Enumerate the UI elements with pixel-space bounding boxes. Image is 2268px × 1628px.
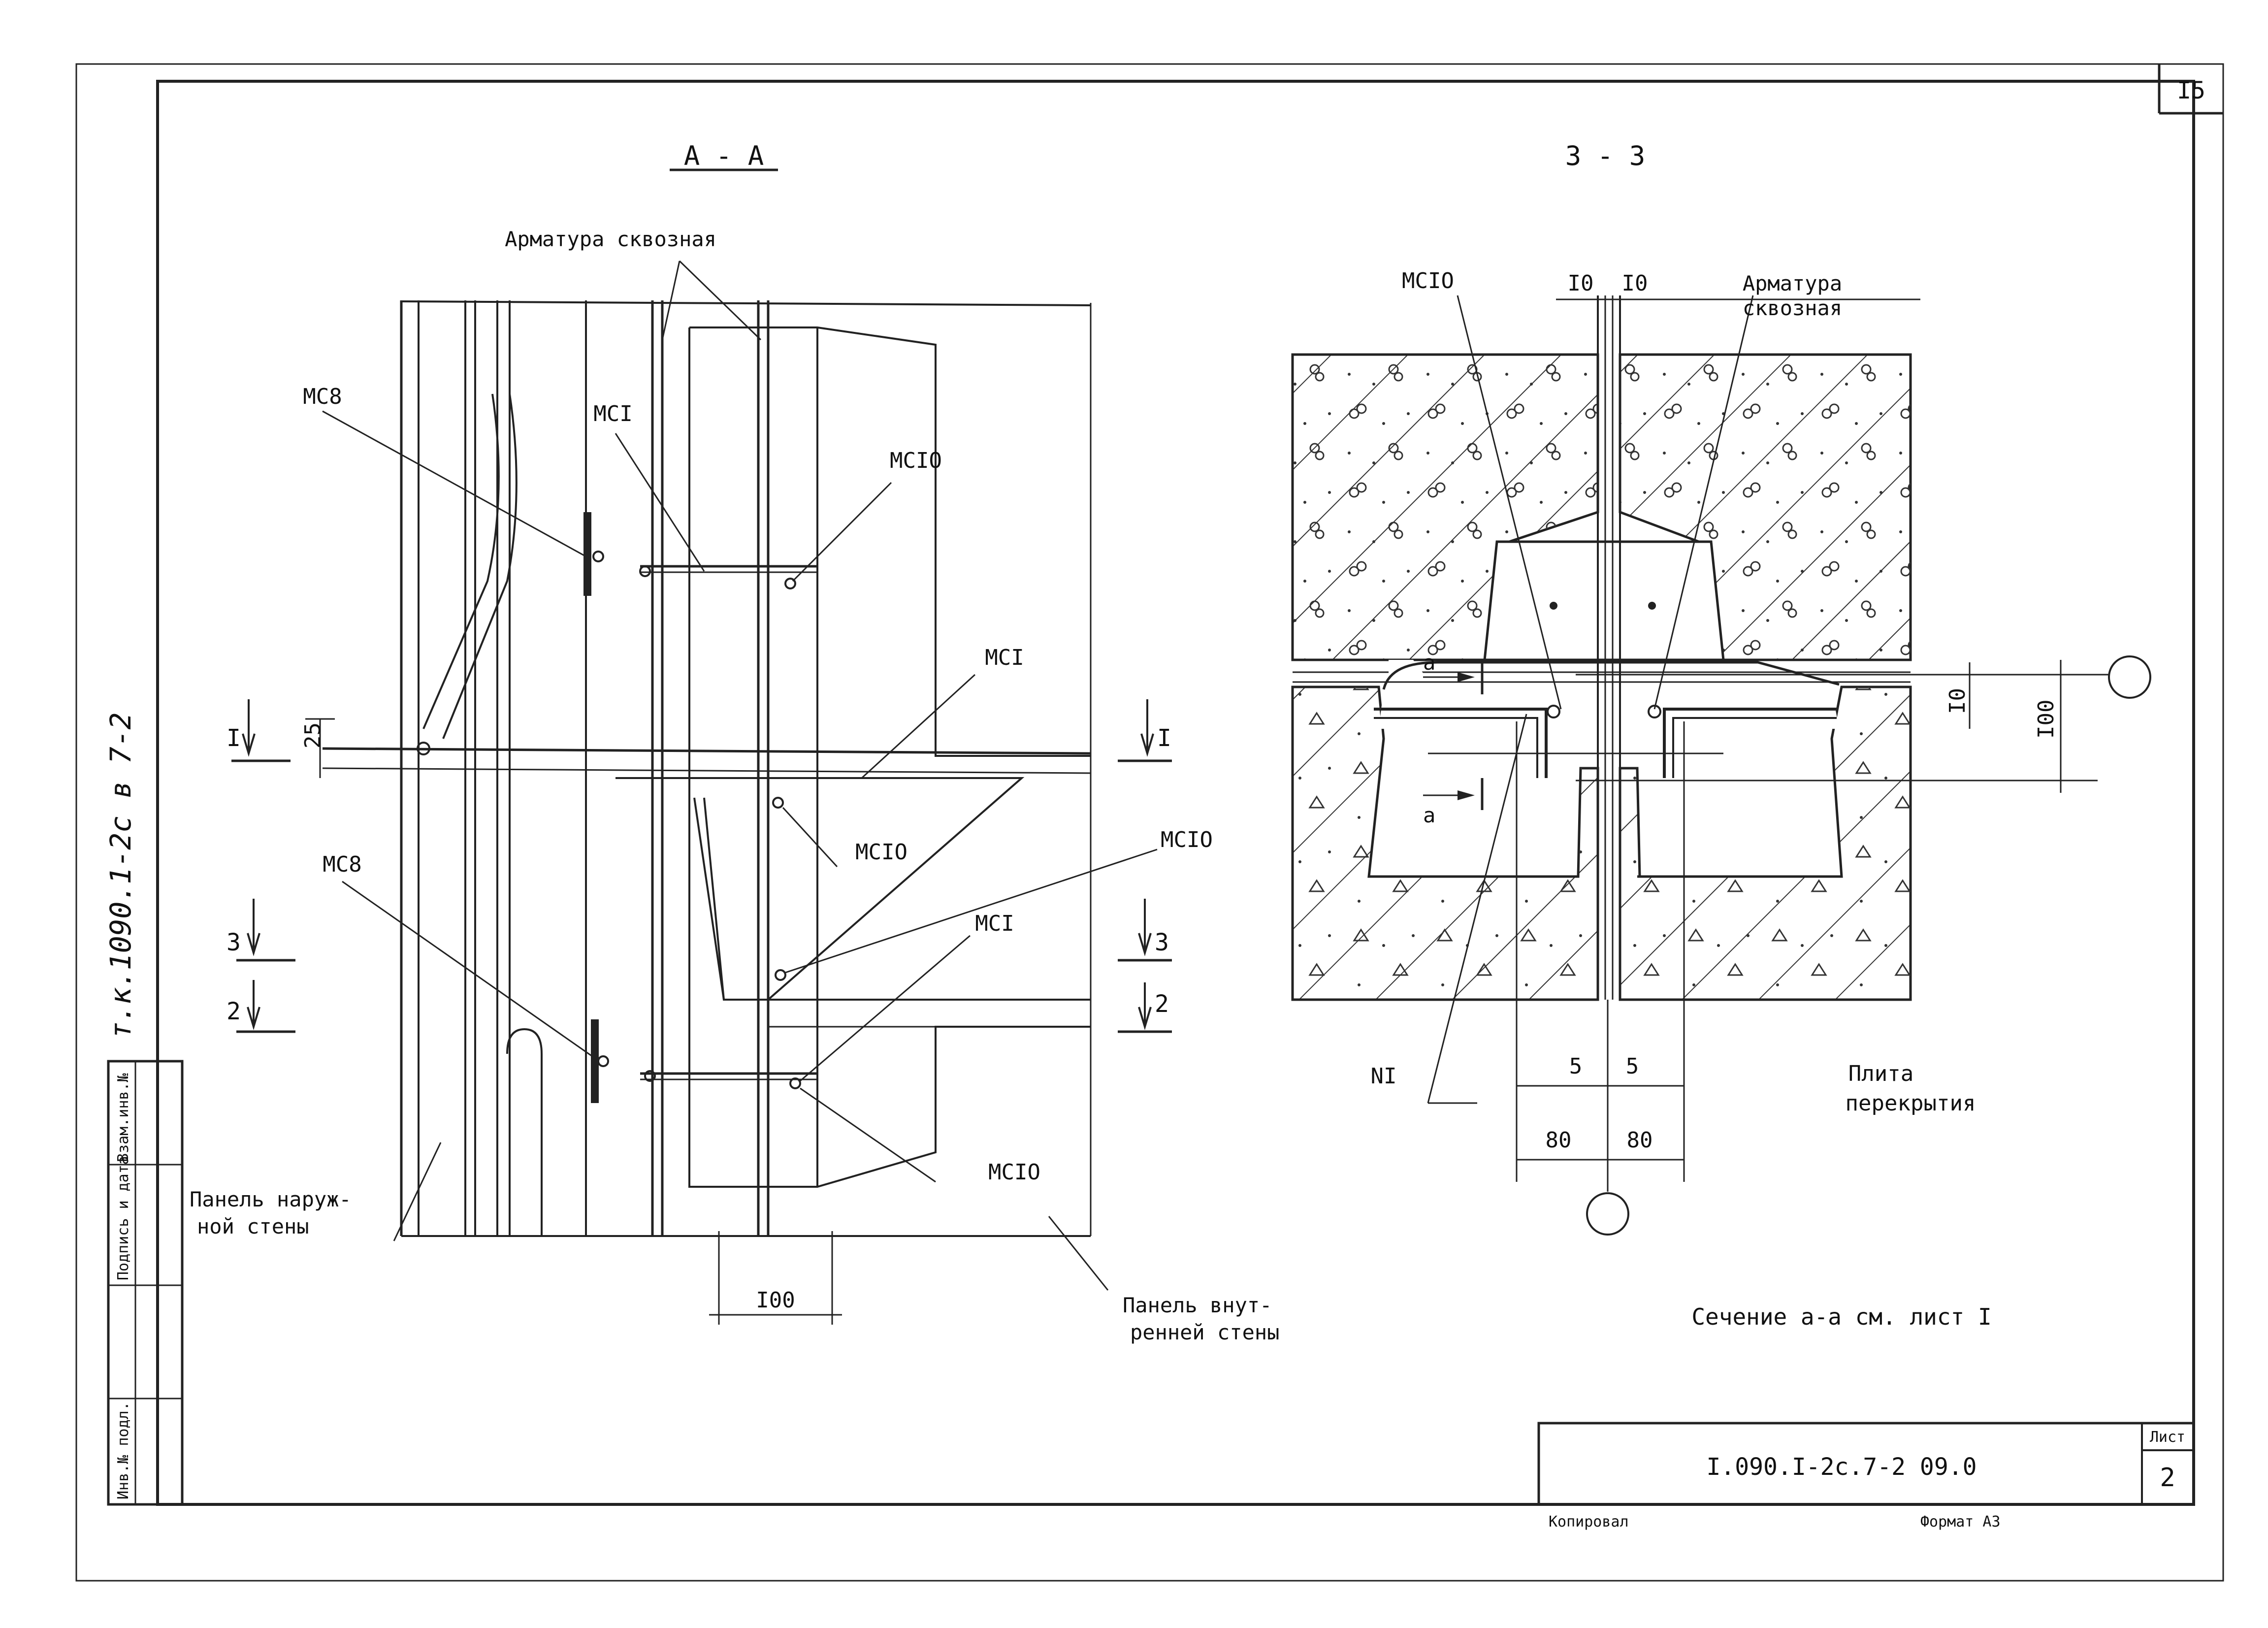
stamp-replace-inv: Взам.инв.№ [115, 1073, 132, 1162]
aa-dim-100-label: I00 [756, 1288, 795, 1313]
section-33: 3 - 3 [1291, 140, 2151, 1330]
upper-slab [1291, 353, 1912, 683]
list-number: 2 [2160, 1463, 2175, 1493]
outer-wall-panel [400, 300, 587, 1236]
outer-panel-label-2: ной стены [197, 1214, 309, 1238]
section-33-title: 3 - 3 [1565, 140, 1646, 171]
aa-label-mci-top: МСI [593, 401, 632, 426]
s33-label-mcio: МСIO [1402, 268, 1454, 293]
aa-label-mc8-top: МС8 [303, 384, 342, 409]
s33-rebar-label-2: сквозная [1743, 296, 1842, 320]
aa-label-mc8-bot: МС8 [323, 852, 361, 877]
aa-label-mcio-3: МСIO [1161, 827, 1213, 852]
s33-label-n1: NI [1371, 1064, 1397, 1089]
cut-2-right: 2 [1155, 990, 1169, 1018]
section-aa-title: А - А [684, 140, 764, 171]
cut-1-left: I [227, 724, 241, 752]
section-33-leaders [1427, 295, 1754, 1104]
cut-3-left: 3 [227, 929, 241, 956]
dim-10-vertical: I0 [1945, 688, 1970, 714]
slab-label-2: перекрытия [1846, 1091, 1976, 1116]
aa-label-mcio-2: МСIO [855, 840, 907, 865]
aa-dim-25-label: 25 [300, 722, 325, 749]
sheet-number: I5 [2177, 77, 2205, 104]
format-label: Формат А3 [1920, 1513, 2001, 1530]
cut-1-right: I [1157, 724, 1171, 752]
lower-slab [1291, 685, 1912, 1001]
dim-5-left: 5 [1569, 1054, 1583, 1079]
mark-a-top: а [1423, 651, 1435, 675]
axis-marker-right [2108, 655, 2151, 699]
dim-5-right: 5 [1626, 1054, 1639, 1079]
mark-a-bottom: а [1423, 803, 1435, 827]
dim-80-left: 80 [1546, 1128, 1572, 1153]
s33-rebar-label-1: Арматура [1743, 271, 1842, 295]
copied-label: Копировал [1549, 1513, 1629, 1530]
inner-panel-label-2: ренней стены [1130, 1320, 1279, 1344]
aa-leaders [322, 260, 1158, 1291]
slab-label-1: Плита [1848, 1061, 1913, 1086]
joint-key [1369, 295, 1842, 1182]
title-block: I.090.I-2c.7-2 09.0 Лист 2 Копировал Фор… [1537, 1422, 2195, 1530]
aa-label-mci-mid: МСI [985, 645, 1024, 670]
drawing-code: I.090.I-2c.7-2 09.0 [1706, 1453, 1976, 1481]
aa-label-mcio-1: МСIO [890, 448, 942, 473]
sheet-frame: I5 [75, 63, 2224, 1582]
section-note: Сечение а-а см. лист I [1691, 1303, 1991, 1330]
stamp-column: Взам.инв.№ Подпись и дата Инв.№ подл. т.… [104, 713, 184, 1506]
axis-marker-bottom [1586, 1192, 1629, 1236]
handwritten-side-note: т.к.1090.1-2с в 7-2 [104, 713, 137, 1039]
cut-2-left: 2 [227, 998, 241, 1025]
dim-10-left: I0 [1568, 271, 1594, 296]
dim-100-vertical: I00 [2034, 700, 2059, 739]
dim-10-right: I0 [1622, 271, 1648, 296]
section-aa: А - А [190, 140, 1279, 1344]
stamp-signature-date: Подпись и дата [115, 1156, 132, 1280]
dim-80-right: 80 [1627, 1128, 1653, 1153]
aa-label-mcio-4: МСIO [988, 1160, 1040, 1185]
aa-cut-markers: I I 3 3 2 2 [227, 699, 1172, 1033]
stamp-inv-original: Инв.№ подл. [115, 1401, 132, 1499]
cut-3-right: 3 [1155, 929, 1169, 956]
aa-dim-100: I00 25 [300, 718, 842, 1325]
through-rebar [651, 300, 770, 1236]
inner-panel-label-1: Панель внут- [1123, 1293, 1272, 1317]
aa-label-mci-bot: МСI [975, 911, 1014, 936]
aa-rebar-label: Арматура сквозная [505, 227, 716, 251]
aa-section-marks: а а [1423, 651, 1484, 827]
outer-panel-label-1: Панель наруж- [190, 1187, 352, 1211]
inner-wall-panel [322, 300, 1092, 1237]
list-label: Лист [2150, 1429, 2185, 1446]
